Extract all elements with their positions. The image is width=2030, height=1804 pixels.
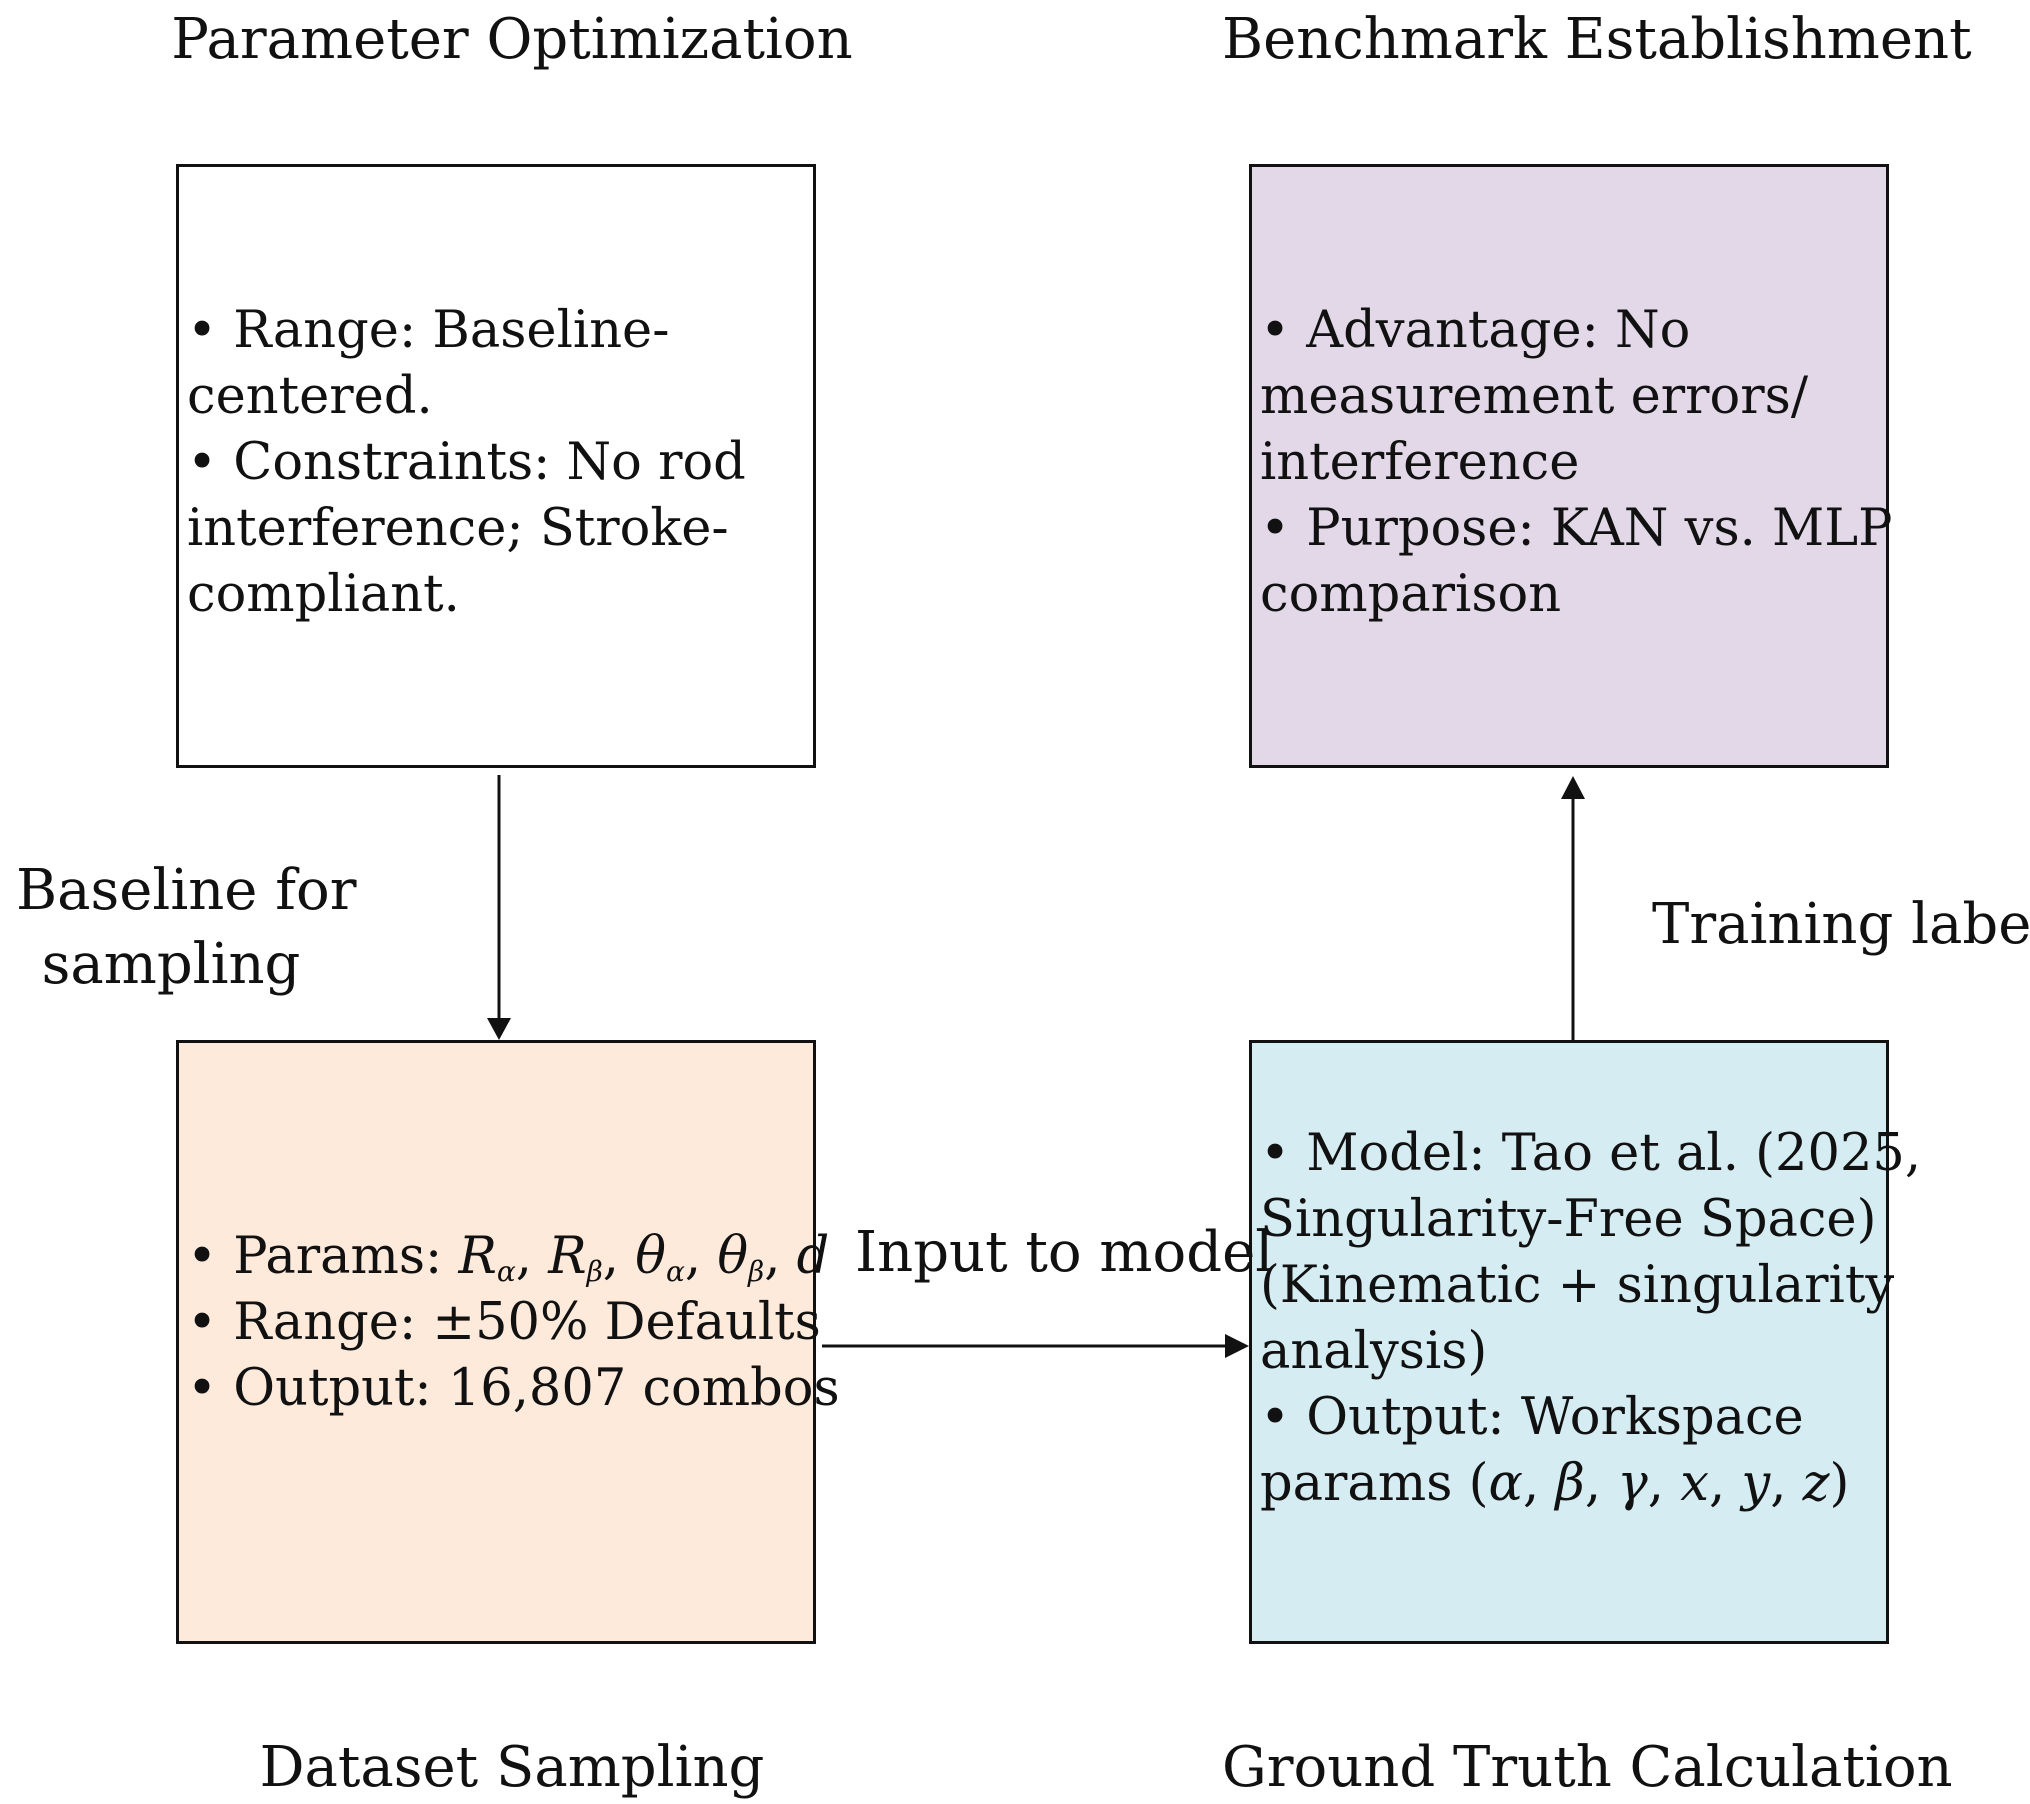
symbol-theta: θ	[717, 1227, 749, 1286]
edge-label-line: sampling	[41, 932, 301, 997]
edge-label-line: Baseline for	[16, 858, 357, 923]
symbol-alpha: α	[1488, 1454, 1523, 1513]
ground-truth-params-line: params (α, β, γ, x, y, z)	[1260, 1454, 1850, 1513]
symbol-gamma: γ	[1617, 1454, 1648, 1513]
symbol-theta: θ	[635, 1227, 666, 1286]
sampling-output-line: • Output: 16,807 combos	[187, 1359, 840, 1418]
symbol-y: y	[1741, 1454, 1771, 1513]
symbol-alpha: α	[496, 1255, 516, 1288]
ground-truth-line: analysis)	[1260, 1322, 1488, 1381]
sampling-params-prefix: • Params:	[187, 1227, 459, 1286]
edge-label-training-labels: Training labels	[1652, 892, 2030, 957]
title-dataset-sampling: Dataset Sampling	[259, 1735, 765, 1800]
benchmark-line: comparison	[1260, 565, 1562, 624]
symbol-beta: β	[1555, 1454, 1585, 1513]
optimization-line: • Range: Baseline-	[187, 301, 670, 360]
symbol-R: R	[458, 1227, 497, 1286]
symbol-x: x	[1680, 1454, 1709, 1513]
title-parameter-optimization: Parameter Optimization	[171, 7, 853, 72]
symbol-d: d	[796, 1227, 830, 1286]
box-parameter-optimization: • Range: Baseline- centered. • Constrain…	[176, 164, 816, 768]
arrowhead-up	[1561, 776, 1585, 799]
ground-truth-line: Singularity-Free Space)	[1260, 1190, 1877, 1249]
box-ground-truth-calculation: • Model: Tao et al. (2025, Singularity-F…	[1249, 1040, 1922, 1644]
optimization-line: centered.	[187, 367, 433, 426]
symbol-R: R	[548, 1227, 587, 1286]
box-dataset-sampling: • Params: Rα, Rβ, θα, θβ, d • Range: ±50…	[176, 1040, 840, 1644]
arrowhead-right	[1225, 1334, 1249, 1358]
title-benchmark-establishment: Benchmark Establishment	[1222, 7, 1972, 72]
optimization-line: compliant.	[187, 565, 460, 624]
symbol-alpha: α	[665, 1255, 685, 1288]
box-benchmark-establishment: • Advantage: No measurement errors/ inte…	[1249, 164, 1893, 768]
sampling-range-line: • Range: ±50% Defaults	[187, 1293, 821, 1352]
title-ground-truth-calculation: Ground Truth Calculation	[1222, 1735, 1953, 1800]
edge-label-baseline-for-sampling: Baseline for sampling	[16, 854, 357, 1002]
optimization-line: interference; Stroke-	[187, 499, 729, 558]
sampling-params-line: • Params: Rα, Rβ, θα, θβ, d	[187, 1227, 830, 1288]
optimization-line: • Constraints: No rod	[187, 433, 746, 492]
edge-label-input-to-model: Input to model	[855, 1220, 1274, 1285]
ground-truth-line: • Model: Tao et al. (2025,	[1260, 1124, 1922, 1183]
benchmark-line: interference	[1260, 433, 1580, 492]
benchmark-line: • Purpose: KAN vs. MLP	[1260, 499, 1893, 558]
symbol-z: z	[1802, 1454, 1830, 1513]
ground-truth-line: (Kinematic + singularity	[1260, 1256, 1895, 1315]
ground-truth-params-suffix: )	[1829, 1454, 1850, 1513]
ground-truth-line: • Output: Workspace	[1260, 1388, 1804, 1447]
benchmark-line: measurement errors/	[1260, 367, 1809, 426]
benchmark-line: • Advantage: No	[1260, 301, 1691, 360]
symbol-beta: β	[748, 1255, 765, 1288]
symbol-beta: β	[586, 1255, 603, 1288]
ground-truth-params-prefix: params (	[1260, 1454, 1489, 1513]
arrowhead-down	[487, 1018, 511, 1040]
